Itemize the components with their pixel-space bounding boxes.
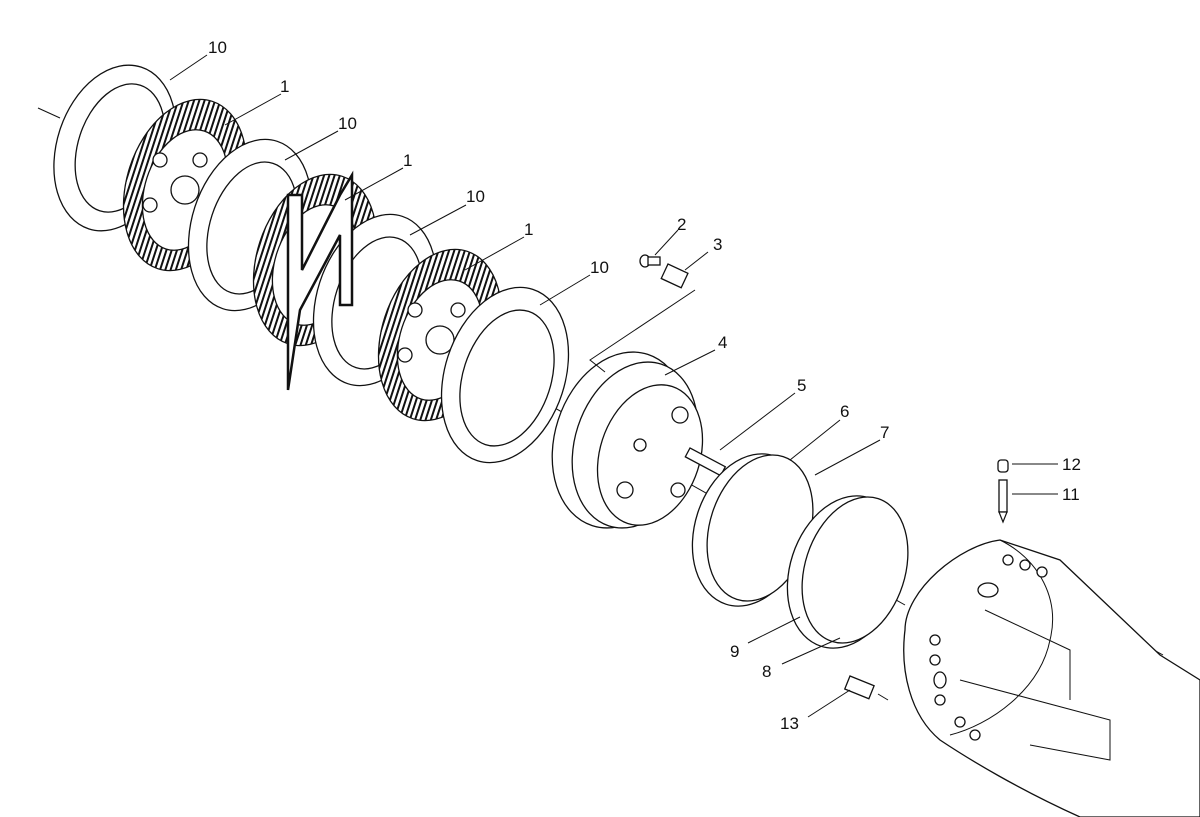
callout-10: 10 (590, 258, 609, 277)
callout-6: 6 (840, 402, 849, 421)
sleeve-3 (660, 263, 689, 289)
piston-housing-4 (551, 351, 704, 529)
bleeder-cap-12 (997, 459, 1009, 473)
bolt-2 (639, 254, 661, 268)
callout-3: 3 (713, 235, 722, 254)
callout-1: 1 (280, 77, 289, 96)
callout-5: 5 (797, 376, 806, 395)
callout-10: 10 (338, 114, 357, 133)
callout-2: 2 (677, 215, 686, 234)
watermark-n (286, 170, 354, 391)
callout-8: 8 (762, 662, 771, 681)
callout-1: 1 (524, 220, 533, 239)
callout-10: 10 (208, 38, 227, 57)
seal-ring-6-9 (691, 453, 814, 607)
steel-plate-10 (440, 286, 570, 464)
leader-2-3-bracket (589, 289, 696, 373)
disc-stack (53, 64, 570, 464)
leader-lines (169, 54, 1058, 718)
callout-7: 7 (880, 423, 889, 442)
callout-10: 10 (466, 187, 485, 206)
dowel-pin-13 (843, 675, 889, 701)
seal-ring-7-8 (786, 495, 909, 649)
callout-11: 11 (1062, 485, 1080, 504)
callout-labels: 10 1 10 1 10 1 10 2 3 4 5 6 7 12 11 9 8 … (208, 38, 1081, 733)
bleeder-screw-11 (998, 479, 1008, 524)
callout-12: 12 (1062, 455, 1081, 474)
callout-9: 9 (730, 642, 739, 661)
callout-4: 4 (718, 333, 727, 352)
callout-13: 13 (780, 714, 799, 733)
callout-1: 1 (403, 151, 412, 170)
axle-housing (903, 539, 1200, 817)
